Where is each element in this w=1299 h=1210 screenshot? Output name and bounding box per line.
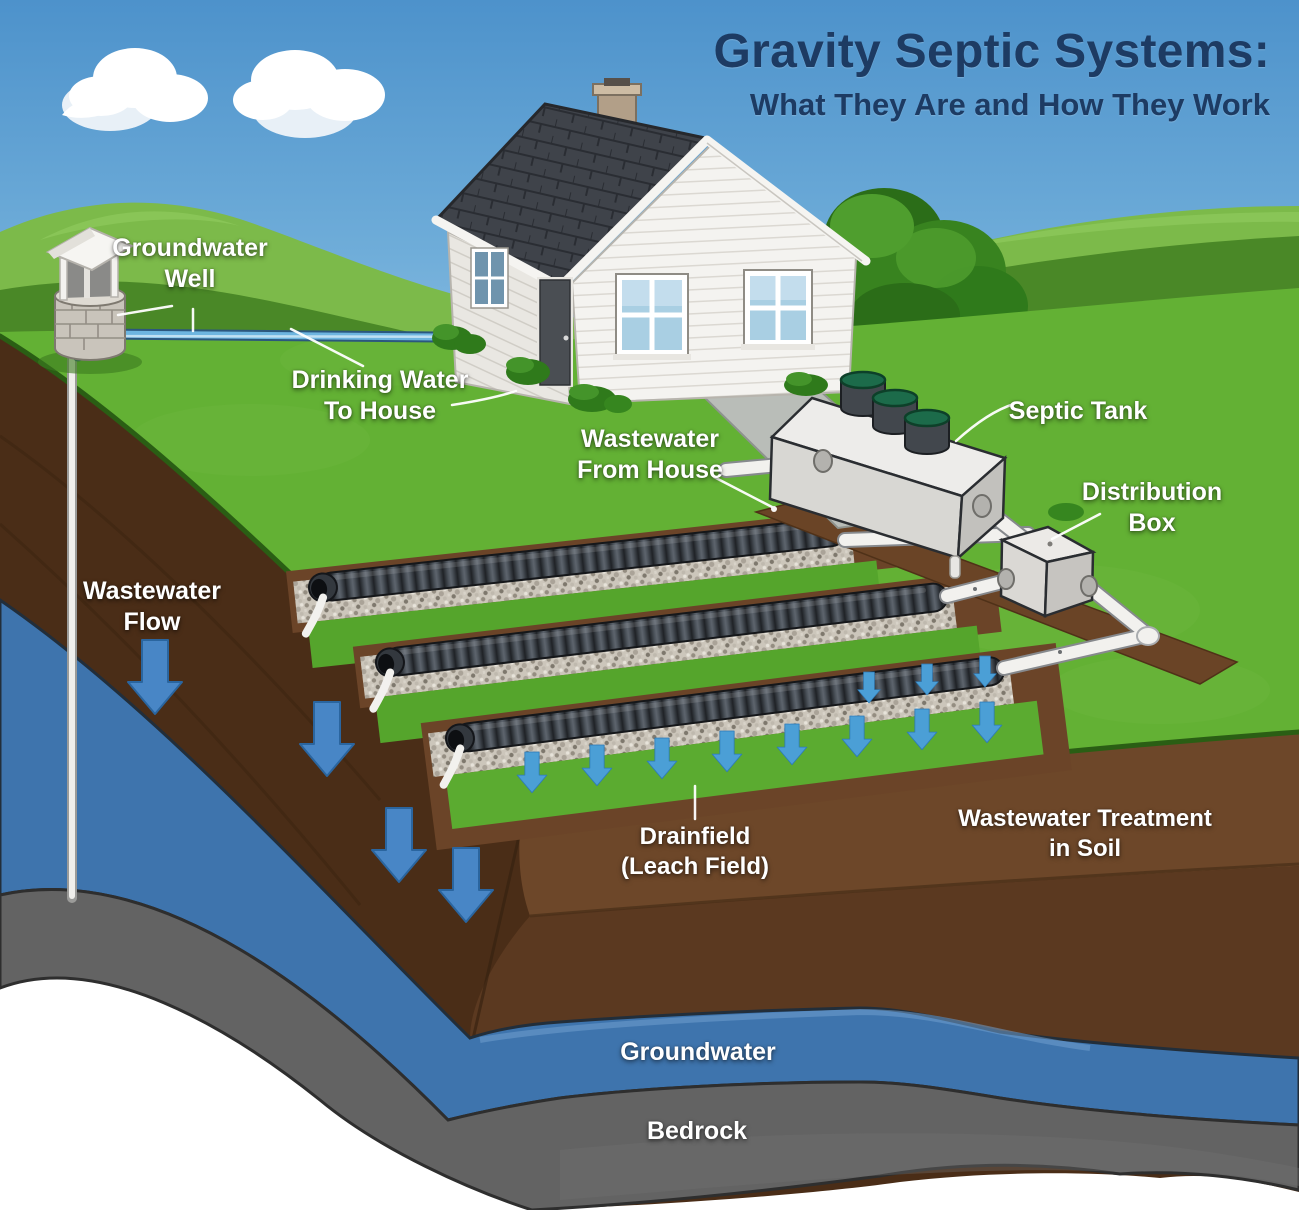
pipe-elbow [369, 668, 395, 713]
groundwater-highlight [479, 1008, 1091, 1051]
hills-highlight [40, 211, 1299, 250]
leader-septic-tank [954, 402, 1016, 443]
flow-arrow-icon [438, 847, 494, 923]
label-wastewater-flow: Wastewater Flow [82, 577, 222, 636]
wastewater-flow-arrows [127, 639, 494, 923]
label-drinking-water: Drinking Water To House [291, 366, 469, 425]
septic-tank-lids [839, 370, 951, 455]
title-line-1: Gravity Septic Systems: [713, 25, 1270, 78]
septic-tank [718, 370, 1044, 579]
front-window [613, 273, 691, 360]
distribution-box [997, 525, 1098, 618]
soil-strata-line [529, 862, 1299, 918]
house [431, 78, 1084, 521]
bedrock-texture [560, 1133, 1299, 1200]
dbox-outlet-hole [1080, 575, 1098, 597]
label-wastewater-from-house: Wastewater From House [577, 425, 723, 484]
tank-inlet-hole [813, 449, 833, 473]
tank-leg [949, 555, 961, 579]
leader-lines [116, 304, 1102, 821]
bushes [432, 324, 1084, 521]
pipe-elbow [439, 744, 465, 789]
infographic-title: Gravity Septic Systems: What They Are an… [713, 25, 1271, 122]
well-roof-housing [45, 226, 135, 301]
label-distribution-box: Distribution Box [1081, 478, 1223, 537]
leader-wastewater-from-house [712, 475, 774, 509]
leader-drinking-water [289, 327, 518, 407]
grass-strip [445, 700, 1044, 830]
label-septic-tank: Septic Tank [1008, 397, 1148, 425]
dbox-outlet-hole [997, 568, 1015, 590]
label-bedrock: Bedrock [646, 1117, 748, 1145]
door-knob [563, 335, 569, 341]
leader-distribution-box [1050, 512, 1102, 541]
tank-outlet-hole [972, 494, 992, 518]
cloud-icon [233, 50, 385, 138]
label-groundwater-well: Groundwater Well [112, 234, 268, 293]
front-window [741, 269, 815, 350]
side-window [470, 247, 509, 309]
label-drainfield: Drainfield (Leach Field) [620, 823, 770, 880]
cloud-icon [62, 48, 208, 131]
well-stone-base [54, 295, 126, 361]
flow-arrow-icon [127, 639, 183, 715]
soil-front-face [519, 733, 1299, 916]
label-soil-treatment: Wastewater Treatment in Soil [958, 805, 1212, 862]
leader-groundwater-well [116, 304, 195, 333]
flow-arrow-icon [371, 807, 427, 883]
percolation-arrows [516, 655, 1003, 794]
label-groundwater-layer: Groundwater [620, 1038, 776, 1066]
underground-cross-section [0, 338, 1299, 1210]
soil-front-face-lower [470, 866, 1299, 1058]
pipe-elbow [301, 593, 328, 638]
pipe-elbow-joint [1136, 626, 1160, 646]
groundwater-well [38, 226, 551, 903]
title-line-2: What They Are and How They Work [749, 86, 1270, 122]
flow-arrow-icon [299, 701, 355, 777]
dbox-side-face [1043, 550, 1095, 618]
